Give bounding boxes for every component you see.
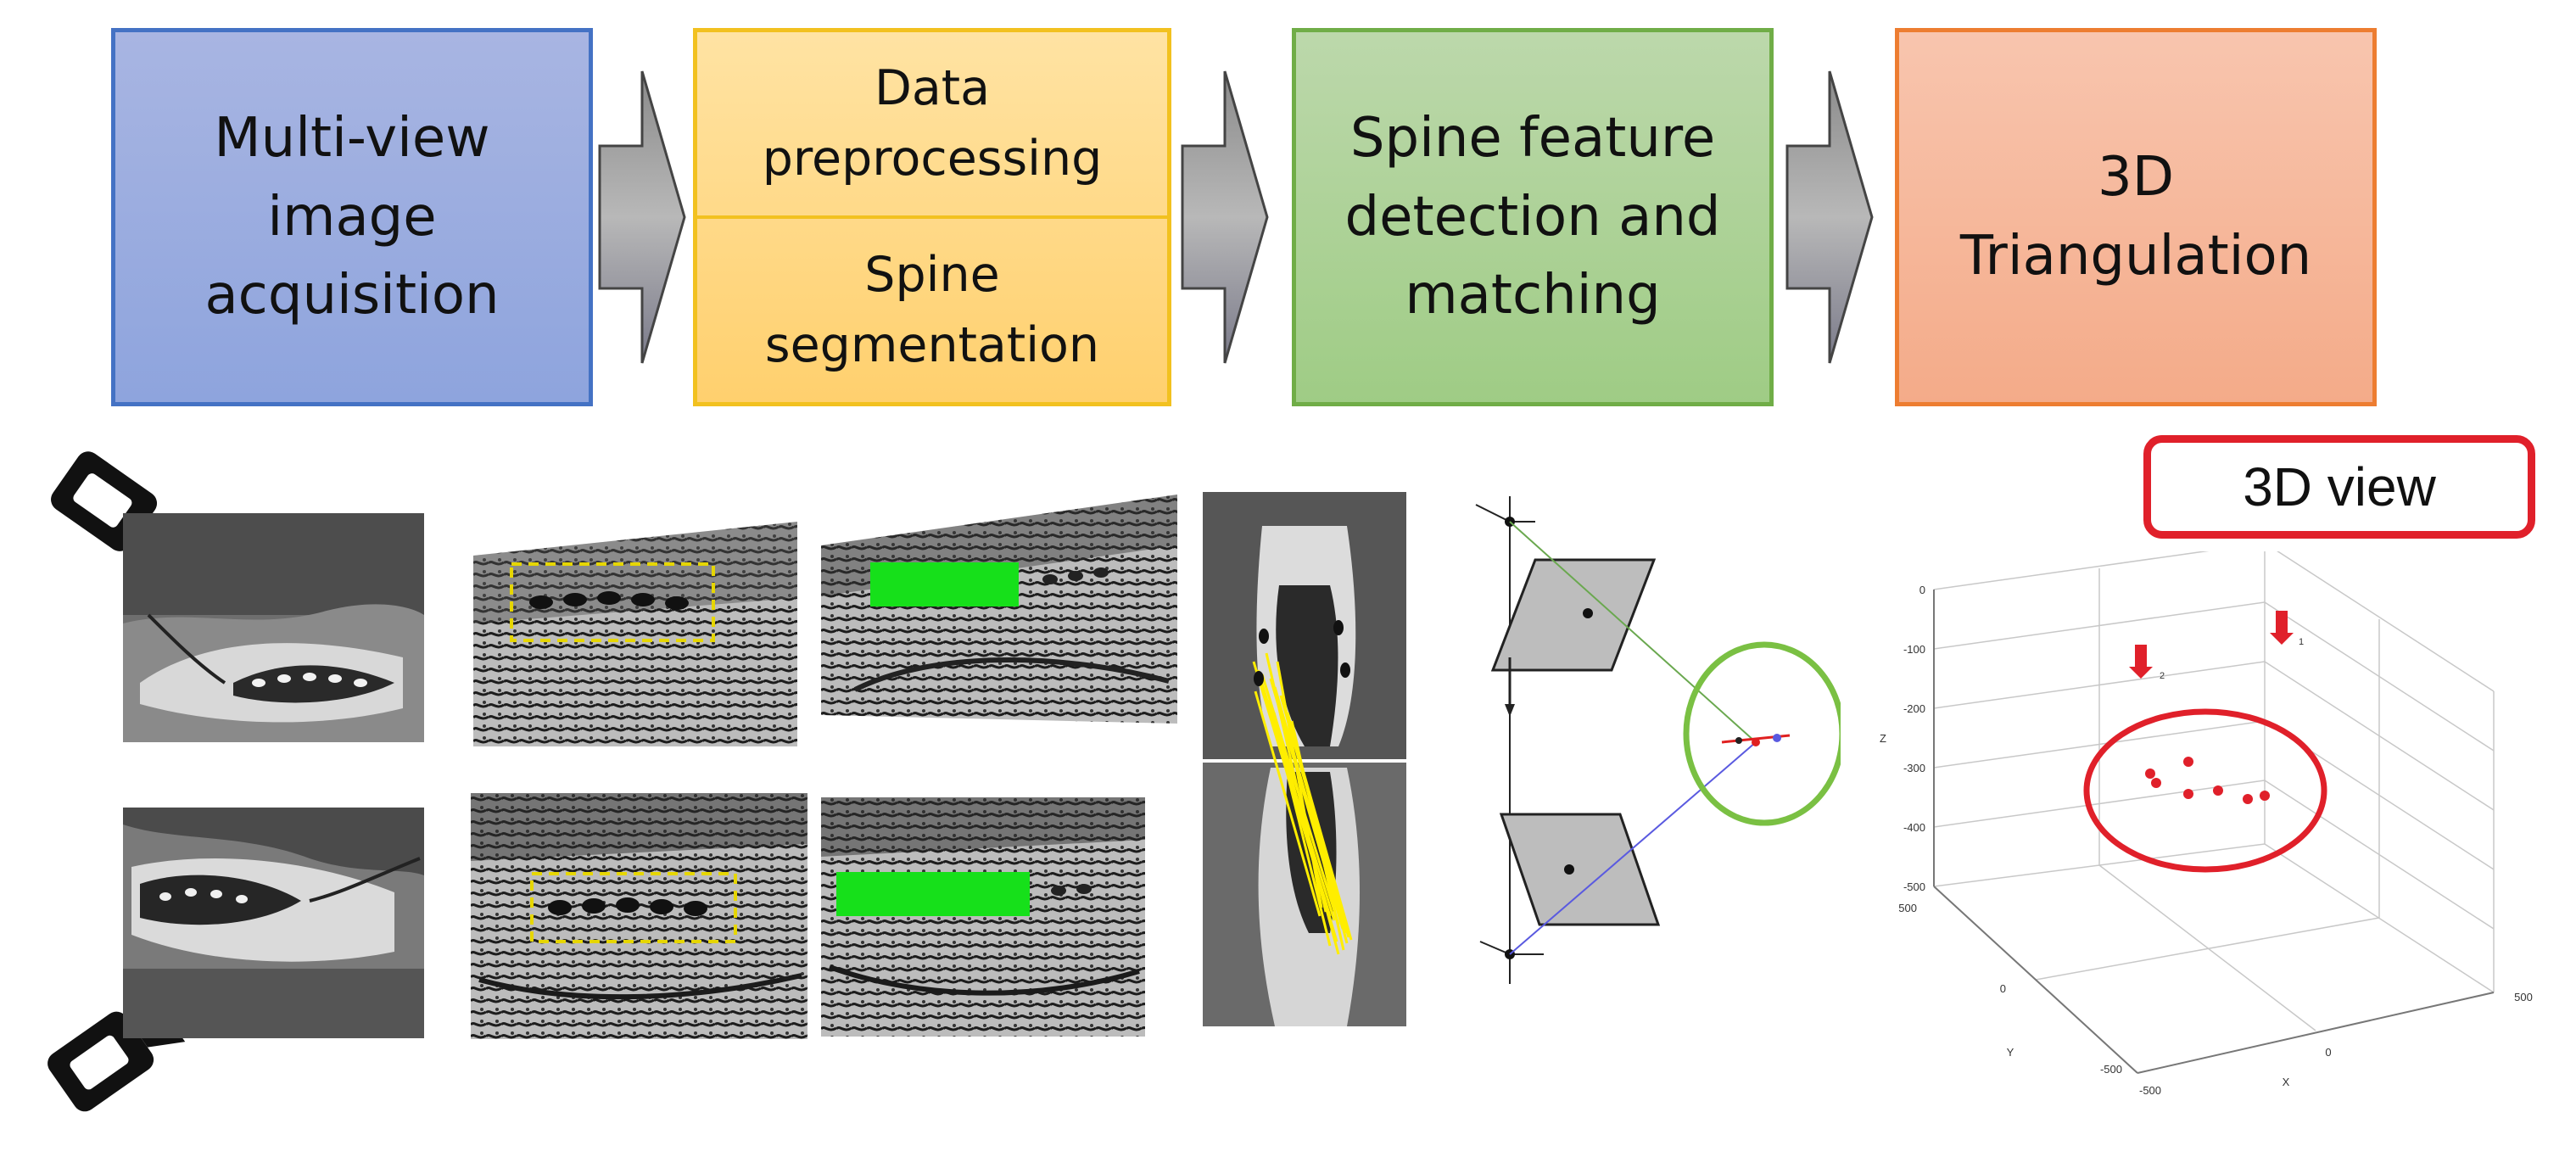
- raw-view-top-image: [123, 513, 424, 742]
- point-6: [2243, 794, 2253, 804]
- step-divider: [697, 215, 1167, 219]
- camera-marker-2-label: 2: [2160, 671, 2165, 681]
- y-tick-0: 500: [1898, 902, 1917, 914]
- 3d-view-label: 3D view: [2143, 435, 2535, 539]
- step-preprocessing-cell: Data preprocessing: [697, 32, 1167, 215]
- y-tick-1: 0: [2000, 982, 2006, 995]
- step-feature-matching-label: Spine feature detection and matching: [1344, 106, 1721, 327]
- point-7: [2260, 791, 2270, 801]
- 3d-view-label-text: 3D view: [2243, 456, 2436, 517]
- z-tick-5: -500: [1903, 880, 1925, 893]
- step-segmentation-cell: Spine segmentation: [697, 219, 1167, 402]
- z-axis-label: Z: [1880, 732, 1886, 745]
- triangulated-points: [2145, 757, 2270, 804]
- flow-arrow-2: [1181, 70, 1269, 364]
- point-1: [2145, 769, 2155, 779]
- flow-arrow-3: [1785, 70, 1874, 364]
- preprocessed-top-image: [473, 522, 797, 746]
- x-tick-0: -500: [2139, 1084, 2161, 1094]
- epipolar-geometry-diagram: [1475, 496, 1841, 984]
- camera-marker-1: 1: [2270, 611, 2304, 647]
- z-tick-0: 0: [1919, 584, 1925, 596]
- point-4: [2183, 789, 2193, 799]
- z-tick-3: -300: [1903, 762, 1925, 774]
- y-tick-2: -500: [2100, 1063, 2122, 1076]
- raw-view-bottom-image: [123, 808, 424, 1038]
- flow-arrow-1: [598, 70, 686, 364]
- step-preprocessing-segmentation-box: Data preprocessing Spine segmentation: [693, 28, 1171, 406]
- points-highlight-circle: [2083, 708, 2327, 873]
- segmented-top-image: [821, 495, 1177, 724]
- step-feature-matching-box: Spine feature detection and matching: [1292, 28, 1774, 406]
- y-axis-label: Y: [2007, 1046, 2014, 1059]
- x-tick-2: 500: [2514, 991, 2533, 1003]
- point-3: [2183, 757, 2193, 767]
- step-triangulation-label: 3D Triangulation: [1959, 146, 2312, 288]
- step-segmentation-label: Spine segmentation: [764, 247, 1100, 373]
- step-image-acquisition-label: Multi-view image acquisition: [204, 106, 500, 327]
- point-2: [2151, 778, 2161, 788]
- camera-marker-1-label: 1: [2299, 637, 2304, 647]
- feature-matching-image: [1203, 492, 1406, 1026]
- step-preprocessing-label: Data preprocessing: [762, 60, 1103, 187]
- x-axis-label: X: [2283, 1076, 2290, 1088]
- point-5: [2213, 785, 2223, 796]
- step-triangulation-box: 3D Triangulation: [1895, 28, 2377, 406]
- x-tick-1: 0: [2325, 1046, 2331, 1059]
- camera-marker-2: 2: [2129, 645, 2165, 681]
- z-tick-2: -200: [1903, 702, 1925, 715]
- segmented-bottom-image: [821, 797, 1145, 1037]
- z-tick-4: -400: [1903, 821, 1925, 834]
- z-tick-1: -100: [1903, 643, 1925, 656]
- 3d-scatter-plot: 0 -100 -200 -300 -400 -500 500 0 -500 -5…: [1880, 551, 2533, 1094]
- preprocessed-bottom-image: [471, 793, 807, 1039]
- step-image-acquisition-box: Multi-view image acquisition: [111, 28, 593, 406]
